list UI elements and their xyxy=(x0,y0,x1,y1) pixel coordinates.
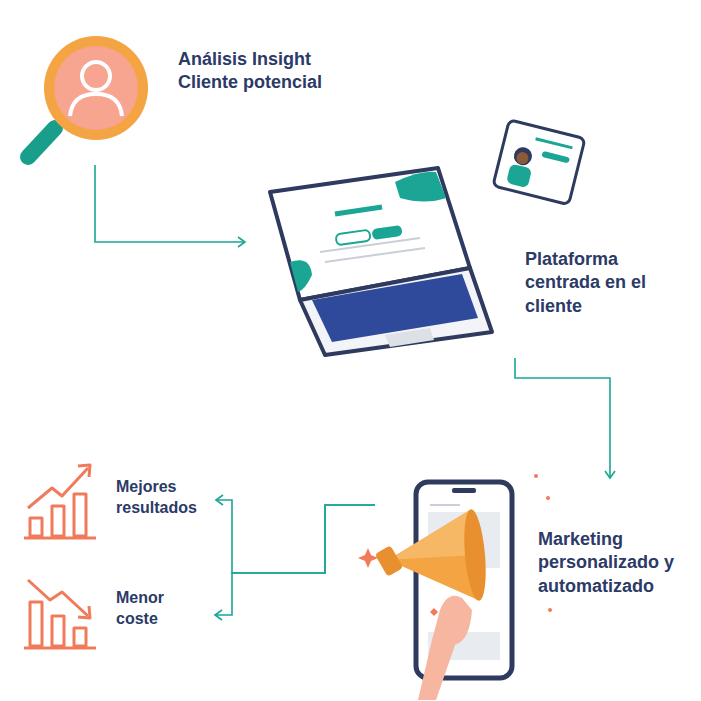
tablet-illustration xyxy=(493,120,585,205)
platform-node: Plataforma centrada en el cliente xyxy=(245,120,665,358)
flow-arrow xyxy=(215,505,375,615)
flow-arrow xyxy=(95,165,245,242)
cost-node: Menor coste xyxy=(20,580,215,655)
results-node: Mejores resultados xyxy=(20,455,216,545)
laptop-illustration xyxy=(270,168,492,355)
node-label: Menor coste xyxy=(116,588,208,630)
flow-arrow xyxy=(515,358,610,478)
node-label: Marketing personalizado y automatizado xyxy=(538,528,688,598)
node-label: Mejores resultados xyxy=(116,477,212,519)
analysis-node: Análisis Insight Cliente potencial xyxy=(20,30,357,165)
marketing-node: Marketing personalizado y automatizado xyxy=(375,478,695,683)
cost-chart-icon xyxy=(24,580,96,648)
magnifier-icon xyxy=(28,36,148,157)
node-label: Análisis Insight Cliente potencial xyxy=(178,48,353,95)
node-label: Plataforma centrada en el cliente xyxy=(525,248,650,318)
growth-chart-icon xyxy=(24,465,96,538)
flow-arrow xyxy=(216,500,375,573)
phone-megaphone-illustration xyxy=(358,474,552,700)
